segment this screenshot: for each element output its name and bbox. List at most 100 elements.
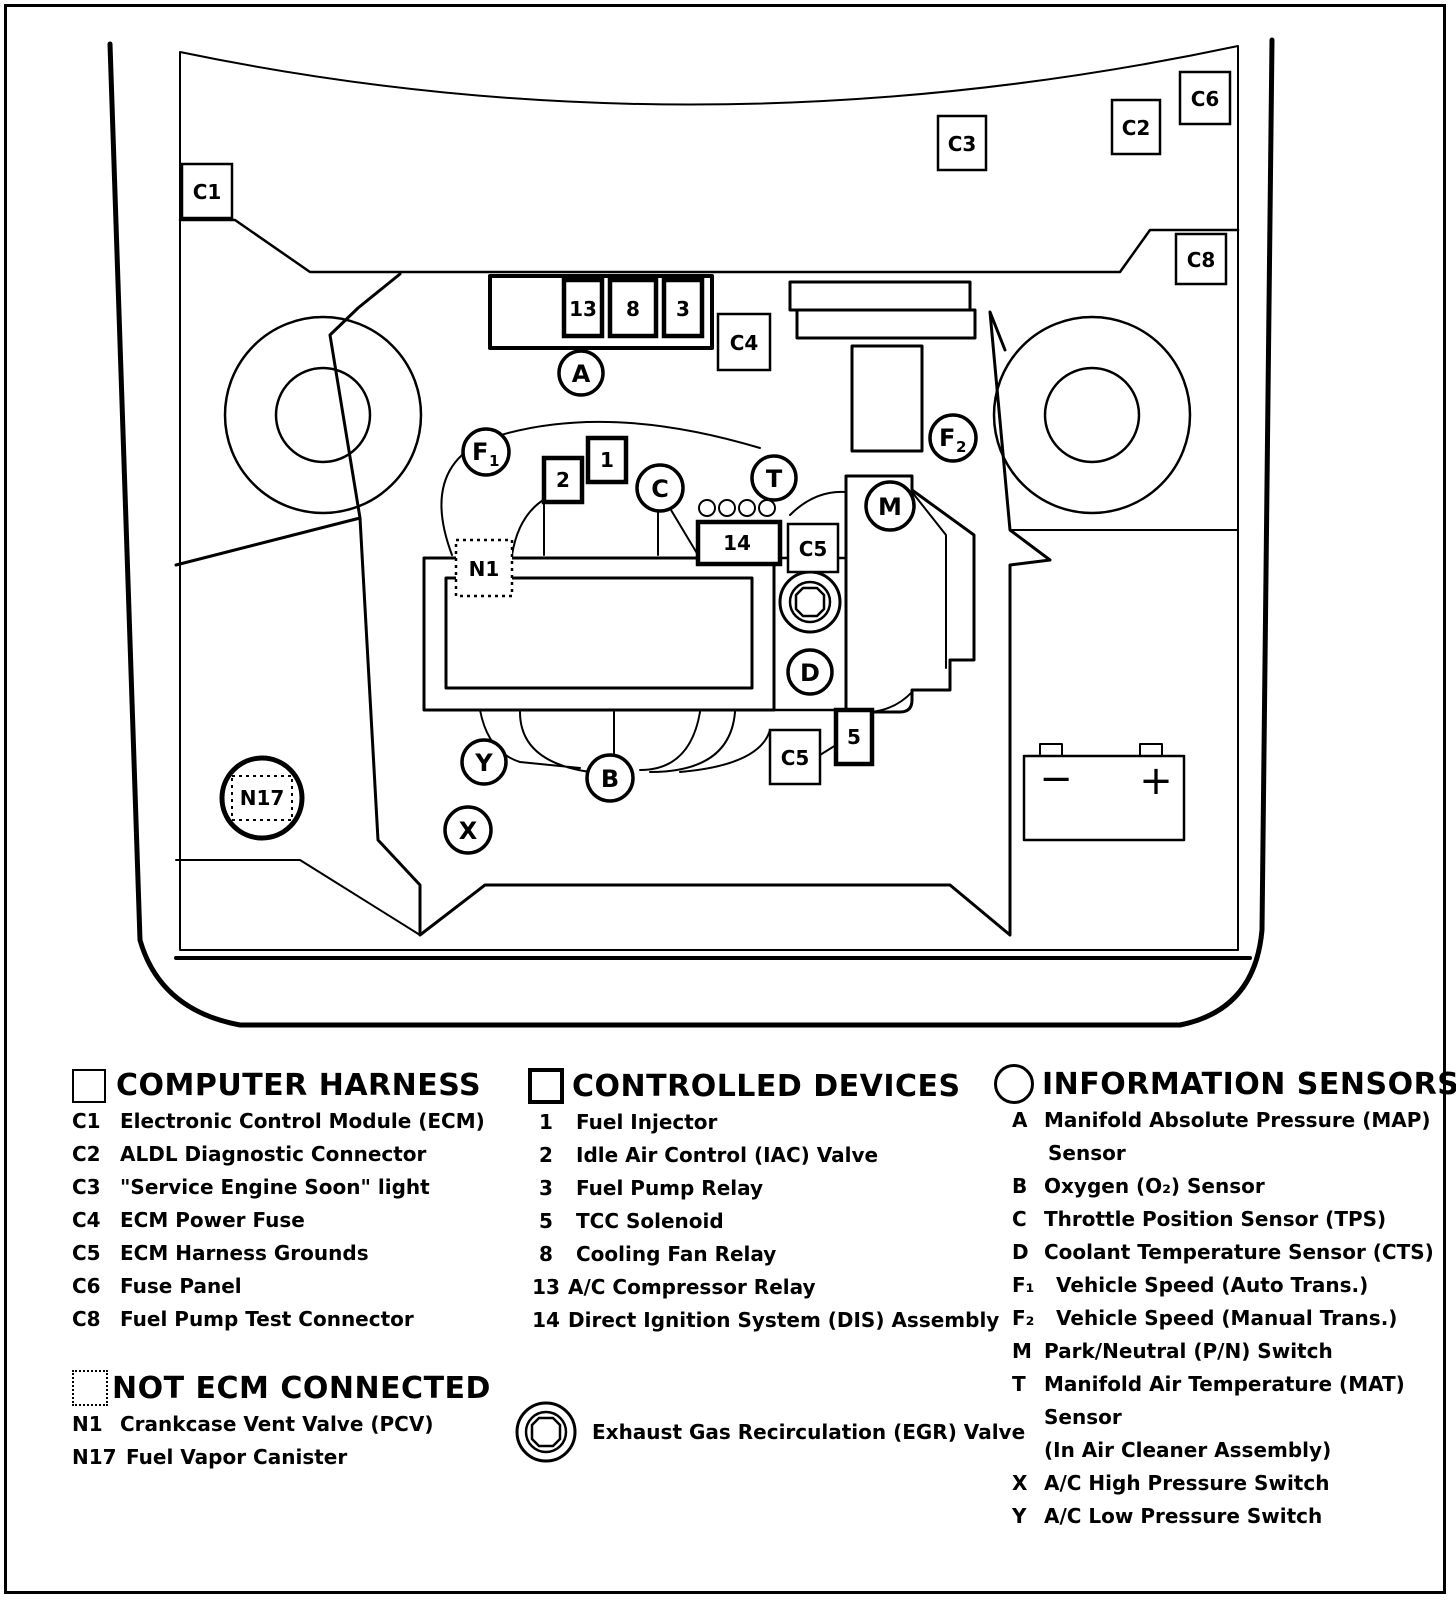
sensor-c-circle bbox=[635, 463, 685, 513]
c3-label: C3 bbox=[948, 132, 977, 156]
device-3-box bbox=[661, 277, 705, 339]
c5-lower-box bbox=[768, 728, 822, 786]
c5-upper-box bbox=[786, 522, 840, 574]
transaxle-housing bbox=[844, 474, 976, 714]
device-5-label: 5 bbox=[847, 725, 861, 749]
c4-label: C4 bbox=[730, 331, 759, 355]
legend-row-cont: Sensor bbox=[1048, 1141, 1126, 1165]
air-cleaner-duct bbox=[850, 344, 924, 453]
device-13-box bbox=[561, 277, 605, 339]
device-3-label: 3 bbox=[676, 297, 690, 321]
egr-valve bbox=[778, 570, 842, 634]
hood-outline bbox=[107, 37, 1275, 1028]
sensor-f2-subscript: 2 bbox=[956, 438, 966, 456]
c2-label: C2 bbox=[1122, 116, 1151, 140]
sensor-m-label: M bbox=[878, 493, 902, 521]
sensor-b-circle bbox=[585, 753, 635, 803]
air-cleaner-cap bbox=[788, 280, 972, 312]
computer-harness-title: COMPUTER HARNESS bbox=[116, 1068, 482, 1103]
legend-egr: Exhaust Gas Recirculation (EGR) Valve bbox=[514, 1400, 1025, 1464]
sensor-y-circle bbox=[460, 738, 508, 786]
sensor-b-label: B bbox=[601, 765, 619, 793]
c5-upper-label: C5 bbox=[799, 537, 828, 561]
c5-lower-label: C5 bbox=[781, 746, 810, 770]
c6-box bbox=[1178, 70, 1232, 126]
egr-description: Exhaust Gas Recirculation (EGR) Valve bbox=[592, 1420, 1026, 1444]
controlled-devices-heading: CONTROLLED DEVICES bbox=[528, 1068, 999, 1104]
circle-symbol-icon bbox=[994, 1064, 1034, 1104]
sensor-m-circle bbox=[864, 480, 916, 532]
device-8-box bbox=[607, 277, 659, 339]
c4-box bbox=[716, 312, 772, 372]
information-sensors-title: INFORMATION SENSORS bbox=[1042, 1066, 1456, 1102]
battery-plus-label: + bbox=[1139, 758, 1173, 804]
engine-block-inner bbox=[444, 576, 754, 690]
sensor-f2-circle bbox=[928, 413, 978, 463]
sensor-f1-subscript: 1 bbox=[489, 452, 499, 470]
sensor-y-label: Y bbox=[474, 749, 493, 777]
c8-label: C8 bbox=[1187, 248, 1216, 272]
device-2-box bbox=[541, 455, 585, 505]
information-sensors-heading: INFORMATION SENSORS bbox=[994, 1064, 1456, 1104]
left-lower-panel bbox=[175, 859, 421, 936]
dotted-square-symbol-icon bbox=[72, 1370, 108, 1406]
legend-row-cont: Sensor bbox=[1044, 1405, 1122, 1429]
dis-coil-bumps bbox=[698, 499, 776, 517]
device-2-label: 2 bbox=[556, 468, 570, 492]
left-strut-tower bbox=[223, 315, 423, 515]
c1-label: C1 bbox=[193, 180, 222, 204]
battery-minus-label: − bbox=[1039, 756, 1073, 802]
battery bbox=[1022, 743, 1186, 842]
device-13-label: 13 bbox=[569, 297, 597, 321]
thin-square-symbol-icon bbox=[72, 1068, 106, 1103]
legend-row-cont: (In Air Cleaner Assembly) bbox=[1044, 1438, 1332, 1462]
sensor-f2-label: F bbox=[939, 424, 955, 452]
sensor-x-circle bbox=[443, 805, 493, 855]
sensor-a-label: A bbox=[572, 360, 591, 388]
computer-harness-heading: COMPUTER HARNESS bbox=[72, 1068, 485, 1103]
n17-label: N17 bbox=[240, 786, 285, 810]
sensor-f1-circle bbox=[461, 427, 511, 477]
legend-row: C3"Service Engine Soon" light bbox=[72, 1175, 430, 1199]
sensor-t-label: T bbox=[766, 465, 783, 493]
c6-label: C6 bbox=[1191, 87, 1220, 111]
sensor-f1-label: F bbox=[472, 438, 488, 466]
compartment-outline bbox=[179, 45, 1239, 951]
right-strut-tower bbox=[992, 315, 1192, 515]
n1-box bbox=[454, 538, 514, 598]
relay-block bbox=[488, 274, 714, 350]
device-14-box bbox=[695, 519, 783, 567]
transaxle-shelf bbox=[911, 491, 947, 669]
n1-label: N1 bbox=[469, 557, 500, 581]
device-8-label: 8 bbox=[626, 297, 640, 321]
sensor-d-circle bbox=[786, 648, 834, 696]
engine-compartment-diagram: C1 C3 C2 C6 C8 C4 C5 C5 13 8 3 1 2 14 5 … bbox=[107, 37, 1275, 1028]
diagram-frame bbox=[4, 4, 1446, 1594]
sensor-t-circle bbox=[750, 454, 798, 502]
sensor-x-label: X bbox=[459, 817, 478, 845]
device-5-box bbox=[833, 707, 875, 767]
n17-canister bbox=[219, 755, 305, 841]
